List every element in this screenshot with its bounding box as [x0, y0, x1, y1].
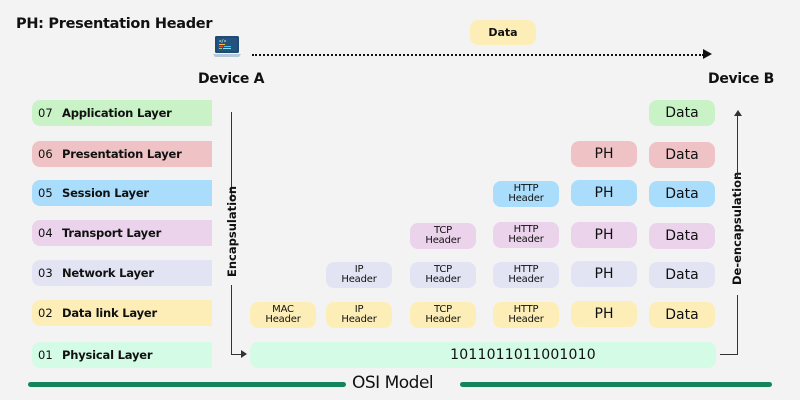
header-suffix: Header [341, 314, 377, 325]
layer-number: 06 [38, 147, 53, 161]
ph-datalink: PH [571, 301, 637, 327]
layer-physical: 01 Physical Layer [32, 342, 212, 368]
layer-number: 07 [38, 106, 53, 120]
header-suffix: Header [508, 314, 544, 325]
device-a-label: Device A [198, 71, 265, 87]
arrow-up-icon [734, 110, 742, 116]
header-name: HTTP [513, 264, 539, 275]
laptop-code-icon: </> [213, 36, 241, 57]
header-name: HTTP [513, 183, 539, 194]
layer-name: Session Layer [62, 186, 149, 200]
arrow-right-icon [703, 49, 712, 59]
layer-data-link: 02 Data link Layer [32, 300, 212, 326]
header-suffix: Header [265, 314, 301, 325]
header-suffix: Header [508, 234, 544, 245]
layer-name: Transport Layer [62, 226, 162, 240]
ph-network: PH [571, 261, 637, 287]
data-session: Data [649, 181, 715, 207]
data-transport: Data [649, 223, 715, 249]
deencapsulation-line-bottom [737, 295, 738, 355]
svg-text:</>: </> [219, 39, 227, 44]
header-name: MAC [272, 304, 294, 315]
footer-bar-left [28, 382, 346, 387]
encapsulation-line-horizontal [231, 354, 242, 355]
deencapsulation-line-horizontal [720, 354, 738, 355]
layer-session: 05 Session Layer [32, 180, 212, 206]
layer-application: 07 Application Layer [32, 100, 212, 126]
header-suffix: Header [425, 314, 461, 325]
ph-transport: PH [571, 222, 637, 248]
physical-bitstream: 1011011011001010 [250, 342, 716, 368]
layer-name: Application Layer [62, 106, 172, 120]
header-name: TCP [434, 225, 452, 236]
device-b-label: Device B [708, 71, 774, 87]
encapsulation-label: Encapsulation [225, 185, 239, 277]
header-name: TCP [434, 304, 452, 315]
data-application: Data [649, 100, 715, 126]
encapsulation-line-top [231, 112, 232, 200]
layer-number: 01 [38, 348, 53, 362]
encapsulation-line-bottom [231, 285, 232, 355]
layer-number: 02 [38, 306, 53, 320]
header-suffix: Header [508, 193, 544, 204]
layer-transport: 04 Transport Layer [32, 220, 212, 246]
footer-bar-right [460, 382, 772, 387]
transfer-data-box: Data [470, 20, 536, 45]
data-presentation: Data [649, 142, 715, 168]
header-suffix: Header [341, 274, 377, 285]
layer-name: Presentation Layer [62, 147, 182, 161]
header-suffix: Header [425, 274, 461, 285]
layer-name: Network Layer [62, 266, 154, 280]
header-name: HTTP [513, 304, 539, 315]
legend-presentation-header: PH: Presentation Header [16, 16, 213, 32]
layer-number: 04 [38, 226, 53, 240]
ph-session: PH [571, 180, 637, 206]
deencapsulation-label: De-encapsulation [730, 171, 744, 285]
layer-presentation: 06 Presentation Layer [32, 141, 212, 167]
header-name: IP [354, 264, 364, 275]
layer-number: 05 [38, 186, 53, 200]
transfer-arrow-line [252, 54, 704, 56]
layer-name: Data link Layer [62, 306, 157, 320]
header-suffix: Header [508, 274, 544, 285]
arrow-right-icon [241, 350, 247, 358]
data-datalink: Data [649, 302, 715, 328]
data-network: Data [649, 262, 715, 288]
footer-title: OSI Model [352, 373, 434, 393]
layer-network: 03 Network Layer [32, 260, 212, 286]
layer-name: Physical Layer [62, 348, 153, 362]
header-name: HTTP [513, 224, 539, 235]
deencapsulation-line-top [737, 116, 738, 179]
header-suffix: Header [425, 235, 461, 246]
ph-presentation: PH [571, 141, 637, 167]
header-name: IP [354, 304, 364, 315]
layer-number: 03 [38, 266, 53, 280]
header-name: TCP [434, 264, 452, 275]
